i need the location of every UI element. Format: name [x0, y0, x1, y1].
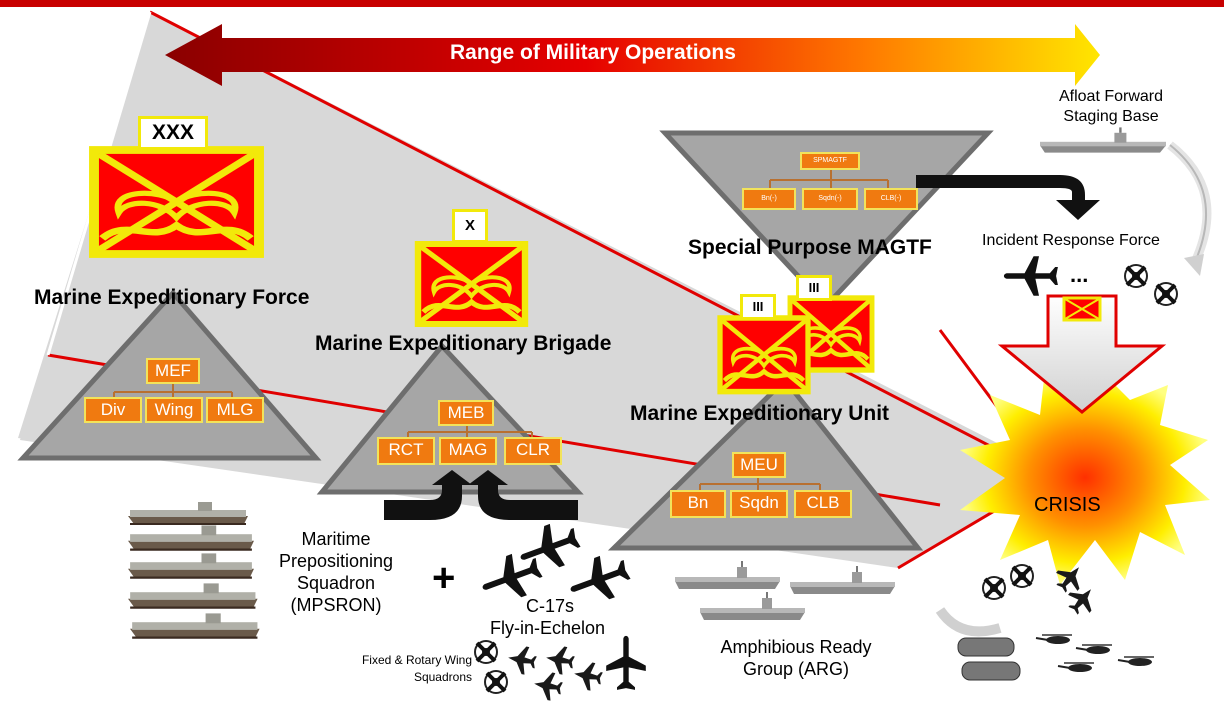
top-bar — [0, 0, 1224, 7]
spmagtf-pyramid — [659, 130, 994, 310]
meb-echelon-marker: X — [452, 209, 488, 243]
meu-echelon-marker-front: III — [740, 294, 776, 320]
meu-sub-box: CLB — [794, 490, 852, 518]
mpsron-ship-5 — [128, 612, 261, 639]
crisis-heli-4 — [1117, 656, 1155, 667]
mef-sub-box: Div — [84, 397, 142, 423]
crisis-burst — [960, 370, 1210, 585]
crisis-heli-3 — [1057, 662, 1095, 673]
jet-4 — [531, 669, 565, 703]
irf-label: Incident Response Force — [982, 232, 1160, 249]
meb-symbol — [418, 244, 525, 324]
meu-echelon-marker-back: III — [796, 275, 832, 301]
plus-sign: + — [432, 556, 456, 600]
fie-arrow — [468, 470, 578, 520]
fixed-wing-transport — [606, 635, 646, 690]
spmagtf-sub-box: CLB(-) — [864, 188, 918, 210]
fie-label: Fly-in-Echelon — [490, 618, 606, 638]
crisis-heli-2 — [1075, 644, 1113, 655]
arg-label: Amphibious Ready Group (ARG) — [720, 637, 872, 679]
rotor-1 — [473, 639, 499, 665]
jet-3 — [571, 659, 605, 693]
spmagtf-label: Special Purpose MAGTF — [688, 236, 932, 259]
meb-sub-box: MAG — [439, 437, 497, 465]
irf-rotor-2 — [1153, 281, 1179, 307]
jet-1 — [505, 643, 539, 677]
meu-hq-box: MEU — [732, 452, 786, 478]
mef-symbol — [94, 150, 259, 254]
meu-sub-box: Bn — [670, 490, 726, 518]
afsb-ship — [1038, 126, 1168, 154]
mef-sub-box: Wing — [145, 397, 203, 423]
hovercraft-2 — [961, 661, 1021, 681]
mef-hq-box: MEF — [146, 358, 200, 384]
meb-sub-box: RCT — [377, 437, 435, 465]
mpsron-label: Maritime Prepositioning Squadron (MPSRON… — [278, 529, 394, 615]
afsb-label: Afloat Forward Staging Base — [1058, 88, 1164, 125]
mef-label: Marine Expeditionary Force — [34, 286, 310, 309]
rotor-2 — [483, 669, 509, 695]
arg-ship-1 — [674, 560, 781, 590]
mpsron-arrow — [384, 470, 472, 520]
meu-symbol-front — [720, 318, 808, 392]
mef-echelon-marker: XXX — [138, 116, 208, 150]
crisis-rotor-1 — [981, 575, 1007, 601]
crisis-rotor-2 — [1009, 563, 1035, 589]
c17-label: C-17s — [526, 596, 575, 616]
meb-sub-box: CLR — [504, 437, 562, 465]
mpsron-ship-1 — [127, 501, 249, 525]
spmagtf-sub-box: Bn(-) — [742, 188, 796, 210]
spmagtf-sub-box: Sqdn(-) — [802, 188, 858, 210]
meb-hq-box: MEB — [438, 400, 494, 426]
hovercraft-1 — [957, 637, 1015, 657]
meu-label: Marine Expeditionary Unit — [630, 402, 890, 425]
mpsron-ship-3 — [126, 552, 256, 579]
arg-ship-3 — [699, 591, 806, 621]
range-arrow-title: Range of Military Operations — [450, 41, 736, 64]
irf-symbol — [1062, 296, 1102, 322]
meu-sub-box: Sqdn — [730, 490, 788, 518]
meb-label: Marine Expeditionary Brigade — [315, 332, 612, 355]
fixed-rotary-label: Fixed & Rotary Wing Squadrons — [361, 653, 472, 684]
mef-sub-box: MLG — [206, 397, 264, 423]
crisis-label: CRISIS — [1034, 494, 1101, 516]
crisis-heli-1 — [1035, 634, 1073, 645]
irf-rotor-1 — [1123, 263, 1149, 289]
mpsron-ship-4 — [126, 582, 259, 609]
arg-ship-2 — [789, 565, 896, 595]
crisis-jet-2 — [1062, 580, 1102, 620]
irf-ellipsis: ... — [1070, 262, 1089, 287]
irf-down-arrow — [997, 294, 1167, 414]
jet-2 — [543, 643, 577, 677]
range-arrow — [165, 24, 1100, 86]
spmagtf-hq-box: SPMAGTF — [800, 152, 860, 170]
spmagtf-to-irf-arrow — [916, 175, 1100, 220]
irf-aircraft — [1003, 256, 1058, 296]
mpsron-ship-2 — [126, 524, 256, 551]
